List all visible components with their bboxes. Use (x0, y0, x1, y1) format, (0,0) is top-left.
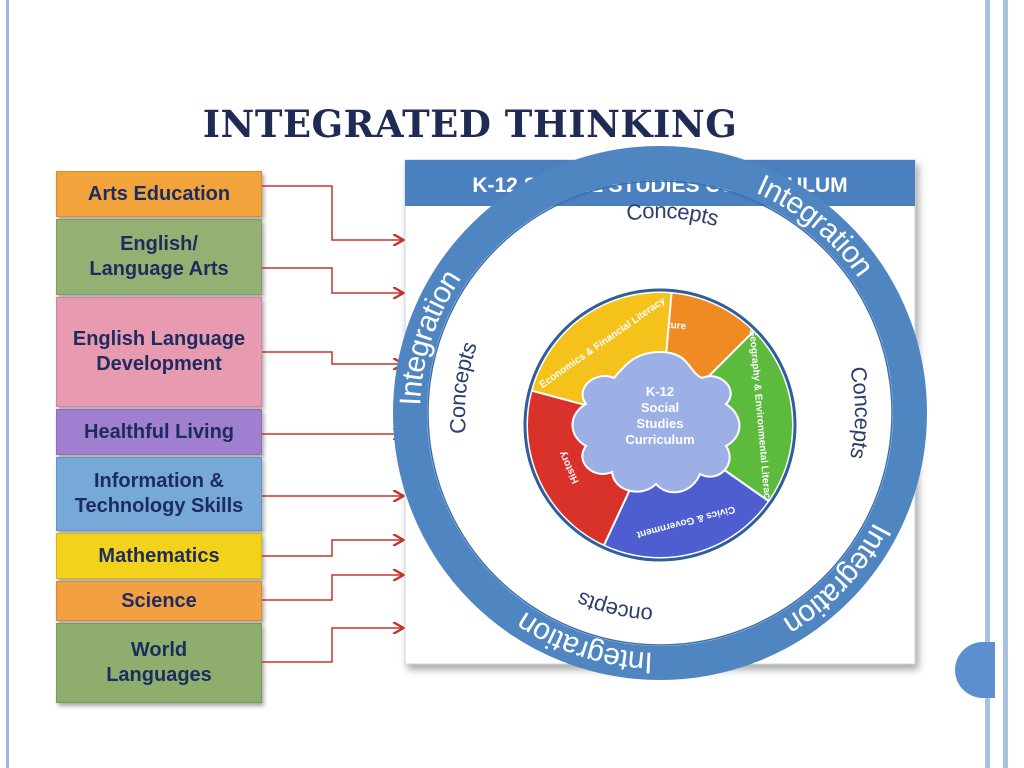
connector-arrow (262, 351, 402, 364)
puzzle-wheel-border (523, 288, 797, 562)
connector-arrow (262, 540, 402, 557)
subject-box: Healthful Living (56, 409, 262, 455)
connector-arrow (262, 185, 402, 240)
slide-frame-left (6, 0, 9, 768)
subject-box: Mathematics (56, 533, 262, 579)
page-tab (955, 642, 995, 698)
integration-ring-edge (427, 180, 893, 646)
slide-title: INTEGRATED THINKING (202, 102, 738, 146)
connector-arrow (262, 628, 402, 663)
subject-box: English/Language Arts (56, 219, 262, 295)
integration-ring (393, 146, 927, 680)
slide-frame-right-outer (1003, 0, 1008, 768)
subject-box: Science (56, 581, 262, 621)
connector-arrow (262, 267, 402, 293)
curriculum-panel: K-12 SOCIAL STUDIES CURRICULUM Integrati… (0, 0, 927, 680)
slide-frame-right (985, 0, 990, 768)
center-puzzle-piece (571, 350, 741, 494)
connector-arrows (262, 185, 402, 663)
subject-box: Information &Technology Skills (56, 457, 262, 531)
subject-box: Arts Education (56, 171, 262, 217)
connector-arrow (262, 575, 402, 601)
